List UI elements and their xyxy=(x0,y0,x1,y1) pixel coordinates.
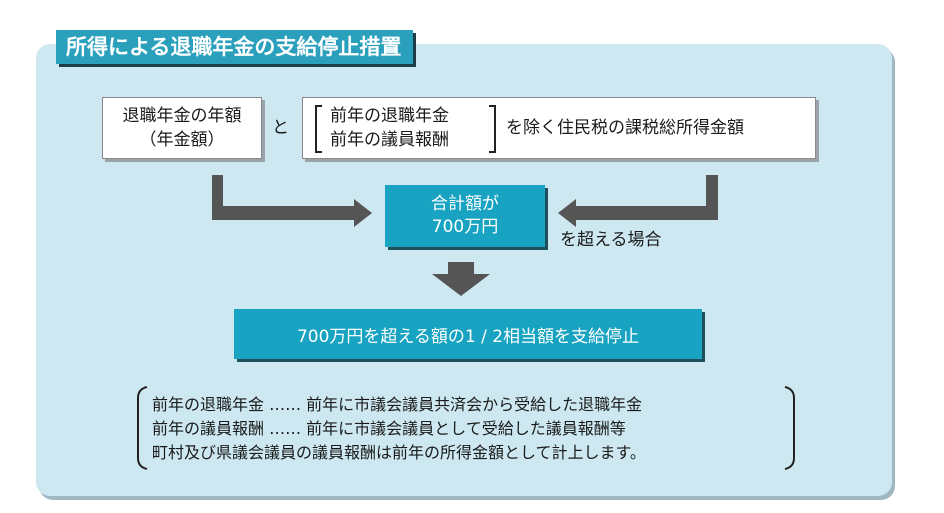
result-box: 700万円を超える額の1 / 2相当額を支給停止 xyxy=(234,309,702,359)
connector-to: と xyxy=(272,118,289,138)
previous-year-salary: 前年の議員報酬 xyxy=(330,130,449,150)
diagram-title: 所得による退職年金の支給停止措置 xyxy=(56,30,414,64)
pension-amount-box: 退職年金の年額 （年金額） xyxy=(102,97,262,159)
note-line-3: 町村及び県議会議員の議員報酬は前年の所得金額として計上します。 xyxy=(152,443,646,462)
note-line-2: 前年の議員報酬 …… 前年に市議会議員として受給した議員報酬等 xyxy=(152,419,626,438)
previous-year-items: 前年の退職年金 前年の議員報酬 xyxy=(330,104,449,152)
note-line-1: 前年の退職年金 …… 前年に市議会議員共済会から受給した退職年金 xyxy=(152,395,643,414)
pension-amount-line2: （年金額） xyxy=(139,130,225,150)
income-box xyxy=(302,97,816,159)
sum-box: 合計額が 700万円 xyxy=(385,185,545,247)
sum-line1: 合計額が xyxy=(431,194,499,214)
previous-year-pension: 前年の退職年金 xyxy=(330,106,449,126)
result-text: 700万円を超える額の1 / 2相当額を支給停止 xyxy=(296,326,640,347)
sum-line2: 700万円 xyxy=(431,217,499,237)
taxable-income-label: を除く住民税の課税総所得金額 xyxy=(506,118,744,138)
pension-amount-line1: 退職年金の年額 xyxy=(122,106,242,126)
exceed-label: を超える場合 xyxy=(560,230,662,250)
